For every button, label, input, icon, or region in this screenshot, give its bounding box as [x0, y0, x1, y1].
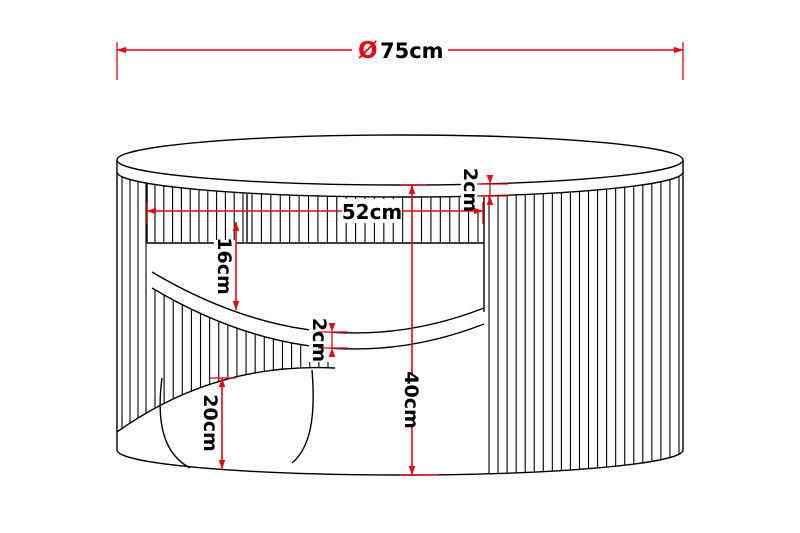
label-background	[461, 169, 481, 211]
label-background	[200, 397, 221, 449]
dimension-label-shelf-width: 52cm	[342, 200, 403, 224]
dimension-label-shelf-thickness: 2cm	[308, 318, 330, 362]
dimension-label-top-thickness: 2cm	[459, 168, 481, 212]
arrowhead-icon	[147, 207, 156, 215]
arrowhead-icon	[674, 46, 683, 54]
arrowhead-icon	[408, 466, 416, 475]
label-backgrounds	[200, 169, 481, 449]
label-background	[342, 199, 402, 223]
lower-band-bottom-edge	[116, 366, 336, 433]
label-background	[309, 318, 331, 362]
arrowhead-icon	[486, 175, 494, 184]
label-background	[214, 240, 236, 292]
dimension-label-base-height: 20cm	[199, 394, 221, 452]
arrowhead-icon	[218, 460, 226, 469]
arrowhead-icon	[408, 185, 416, 194]
arrowhead-icon	[117, 46, 126, 54]
dimension-lines	[116, 42, 684, 476]
dimension-label-diameter: 75cm	[380, 39, 444, 63]
arrowhead-icon	[486, 196, 494, 205]
arrowhead-icon	[328, 348, 336, 357]
dimension-label-shelf-clearance: 16cm	[213, 237, 235, 295]
base-left-edge	[159, 377, 191, 469]
dimension-label-total-height: 40cm	[400, 371, 422, 429]
base-right-edge	[291, 369, 314, 464]
label-background	[401, 374, 423, 426]
arrowhead-icon	[328, 323, 336, 332]
arrowhead-icon	[218, 378, 226, 387]
table-top-rim	[116, 134, 684, 186]
arrowhead-icon	[474, 207, 483, 215]
arrowhead-icon	[232, 222, 240, 231]
table-drawing	[116, 134, 684, 476]
table-top-front-edge	[116, 171, 684, 198]
slat-lines	[121, 176, 680, 474]
arrowhead-icon	[232, 301, 240, 310]
dimension-labels: Ø 75cm 52cm 2cm 16cm 2cm 20cm 40cm	[199, 38, 481, 452]
diameter-symbol-icon: Ø	[358, 38, 378, 64]
